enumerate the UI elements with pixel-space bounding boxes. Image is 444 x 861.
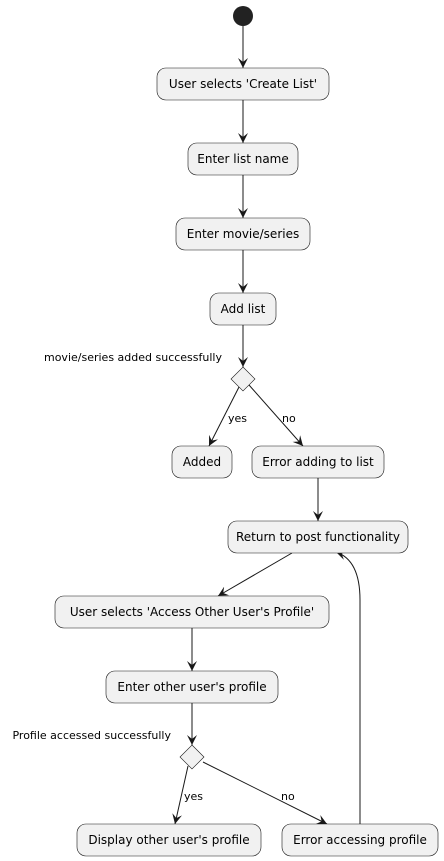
node-access-other-profile: User selects 'Access Other User's Profil… bbox=[54, 595, 330, 629]
node-enter-list-name: Enter list name bbox=[187, 142, 299, 176]
node-error-adding-to-list: Error adding to list bbox=[251, 445, 385, 479]
edge-decision2-no bbox=[202, 761, 328, 825]
edge-label-d2-yes: yes bbox=[184, 790, 203, 803]
svg-text:Added: Added bbox=[183, 455, 221, 469]
edge-decision1-yes bbox=[208, 386, 240, 447]
start-node bbox=[233, 6, 253, 26]
edge-label-d2-no: no bbox=[281, 790, 295, 803]
decision-diamond-2 bbox=[179, 744, 205, 770]
svg-text:Error adding to list: Error adding to list bbox=[262, 455, 374, 469]
svg-text:User selects 'Access Other Use: User selects 'Access Other User's Profil… bbox=[70, 605, 314, 619]
svg-text:User selects 'Create List': User selects 'Create List' bbox=[169, 77, 317, 91]
svg-text:Enter movie/series: Enter movie/series bbox=[187, 227, 299, 241]
node-add-list: Add list bbox=[209, 292, 277, 326]
svg-text:Enter other user's profile: Enter other user's profile bbox=[117, 680, 266, 694]
edge-label-d1-no: no bbox=[282, 412, 296, 425]
edge-decision2-yes bbox=[172, 765, 189, 825]
node-return-to-post-functionality: Return to post functionality bbox=[227, 520, 409, 554]
edge-label-d1-yes: yes bbox=[228, 412, 247, 425]
svg-text:Enter list name: Enter list name bbox=[197, 152, 289, 166]
svg-text:Error accessing profile: Error accessing profile bbox=[293, 833, 427, 847]
decision-label-2: Profile accessed successfully bbox=[12, 729, 171, 742]
edge-return-to-access-profile bbox=[217, 552, 293, 597]
node-create-list: User selects 'Create List' bbox=[156, 67, 330, 101]
edge-error-accessing-loop-back bbox=[335, 550, 361, 824]
node-enter-other-profile: Enter other user's profile bbox=[105, 670, 279, 704]
node-display-other-profile: Display other user's profile bbox=[76, 823, 262, 857]
svg-text:Return to post functionality: Return to post functionality bbox=[236, 530, 400, 544]
edge-decision1-no bbox=[248, 384, 304, 447]
svg-text:Add list: Add list bbox=[221, 302, 266, 316]
node-error-accessing-profile: Error accessing profile bbox=[281, 823, 439, 857]
svg-text:Display other user's profile: Display other user's profile bbox=[88, 833, 249, 847]
decision-diamond-1 bbox=[230, 366, 256, 392]
decision-label-1: movie/series added successfully bbox=[44, 351, 222, 364]
node-enter-movie-series: Enter movie/series bbox=[175, 217, 311, 251]
node-added: Added bbox=[171, 445, 233, 479]
